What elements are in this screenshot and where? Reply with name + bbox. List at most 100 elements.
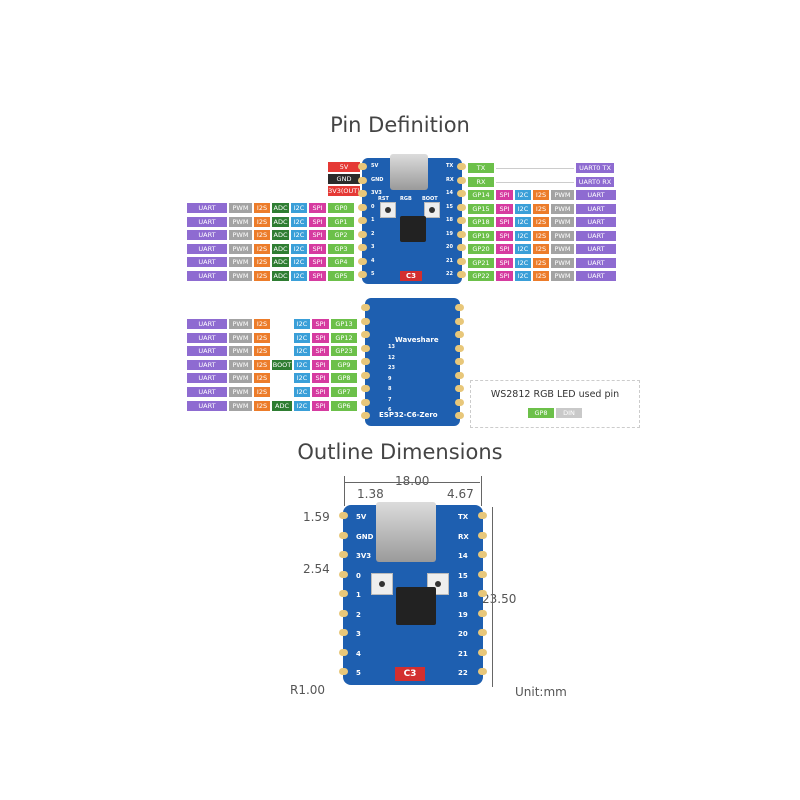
dim-unit: Unit:mm	[515, 685, 567, 699]
func-adc: ADC	[272, 230, 289, 240]
led-signal: DIN	[556, 408, 582, 418]
func-i2c: I2C	[291, 216, 307, 227]
pin-pad	[457, 176, 466, 184]
silk-right-outline: 19	[458, 610, 468, 619]
silk-right-outline: 21	[458, 649, 468, 658]
func-pwm: PWM	[551, 190, 574, 200]
usb-c-connector-outline	[376, 502, 436, 562]
gpio-label: GP8	[331, 373, 357, 384]
func-i2c: I2C	[294, 400, 310, 411]
gpio-label: GP13	[331, 319, 357, 329]
func-boot: BOOT	[272, 359, 292, 370]
func-uart: UART	[187, 359, 227, 370]
silk-right-outline: TX	[458, 513, 469, 521]
pin-pad-outline	[339, 551, 348, 558]
func-i2s: I2S	[533, 190, 549, 200]
func-pwm: PWM	[229, 387, 252, 397]
func-spi: SPI	[309, 243, 326, 254]
func-uart: UART	[576, 271, 616, 281]
silk-right: 19	[446, 230, 453, 237]
pin-pad	[457, 257, 466, 265]
func-i2c: I2C	[291, 230, 307, 240]
pin-pad	[457, 271, 466, 278]
func-uart: UART	[187, 400, 227, 411]
pin-pad-back	[361, 331, 370, 338]
func-uart: UART	[187, 230, 227, 240]
func-pwm: PWM	[229, 216, 252, 227]
silk-left: 5V	[371, 163, 379, 169]
silk-button-label: BOOT	[422, 196, 438, 202]
gpio-label: GP2	[328, 230, 354, 240]
back-pad-label: 6	[388, 407, 392, 413]
silk-right-outline: RX	[458, 532, 469, 541]
func-i2c: I2C	[294, 319, 310, 329]
pin-pad	[457, 244, 466, 251]
func-spi: SPI	[309, 203, 326, 213]
func-i2c: I2C	[291, 257, 307, 267]
pin-pad	[358, 271, 367, 278]
func-uart: UART	[187, 332, 227, 343]
func-i2s: I2S	[254, 332, 270, 343]
pin-pad-outline	[478, 570, 487, 578]
pin-pad-back	[361, 344, 370, 352]
gpio-label: GP12	[331, 332, 357, 343]
func-pwm: PWM	[229, 332, 252, 343]
c3-label-outline: C3	[395, 667, 425, 681]
func-pwm: PWM	[551, 230, 574, 241]
func-pwm: PWM	[229, 203, 252, 213]
func-uart: UART	[576, 244, 616, 254]
pin-pad-back	[361, 412, 370, 419]
pin-pad	[358, 163, 367, 170]
pin-pad	[358, 217, 367, 224]
gpio-label: GP20	[468, 244, 494, 254]
silk-right: 14	[446, 190, 453, 196]
silk-right: RX	[446, 176, 454, 183]
pin-pad-outline	[478, 531, 487, 539]
dim-radius: R1.00	[290, 683, 326, 697]
silk-left-outline: 3	[356, 630, 361, 638]
back-pad-label: 13	[388, 344, 395, 350]
pin-pad	[358, 257, 367, 265]
pin-pad-back	[361, 317, 370, 325]
silk-right-outline: 22	[458, 669, 468, 677]
func-i2s: I2S	[254, 257, 270, 267]
func-spi: SPI	[309, 257, 326, 267]
func-i2s: I2S	[254, 387, 270, 397]
func-adc: ADC	[272, 400, 292, 411]
pin-label: RX	[468, 176, 494, 187]
func-spi: SPI	[496, 203, 513, 214]
board-front-top: C3	[362, 154, 462, 284]
func-spi: SPI	[312, 400, 329, 411]
func-spi: SPI	[312, 387, 329, 397]
silk-left-outline: 0	[356, 571, 361, 580]
func-i2c: I2C	[294, 332, 310, 343]
func-pwm: PWM	[229, 359, 252, 370]
func-i2s: I2S	[533, 257, 549, 268]
back-pad-label: 7	[388, 396, 392, 403]
func-adc: ADC	[272, 270, 289, 281]
func-pwm: PWM	[229, 270, 252, 281]
func-i2c: I2C	[515, 230, 531, 241]
empty-slot	[272, 319, 292, 329]
func-i2c: I2C	[294, 346, 310, 357]
func-i2s: I2S	[254, 216, 270, 227]
model-name: ESP32-C6-Zero	[379, 411, 438, 419]
func-i2s: I2S	[254, 373, 270, 384]
func-adc: ADC	[272, 216, 289, 227]
func-uart: UART	[576, 203, 616, 214]
func-i2s: I2S	[254, 400, 270, 411]
func-i2c: I2C	[515, 244, 531, 254]
dim-top-offset: 1.59	[303, 510, 330, 524]
pin-pad-outline	[339, 570, 348, 578]
pin-pad-back	[361, 385, 370, 392]
silk-left-outline: 5V	[356, 513, 367, 521]
